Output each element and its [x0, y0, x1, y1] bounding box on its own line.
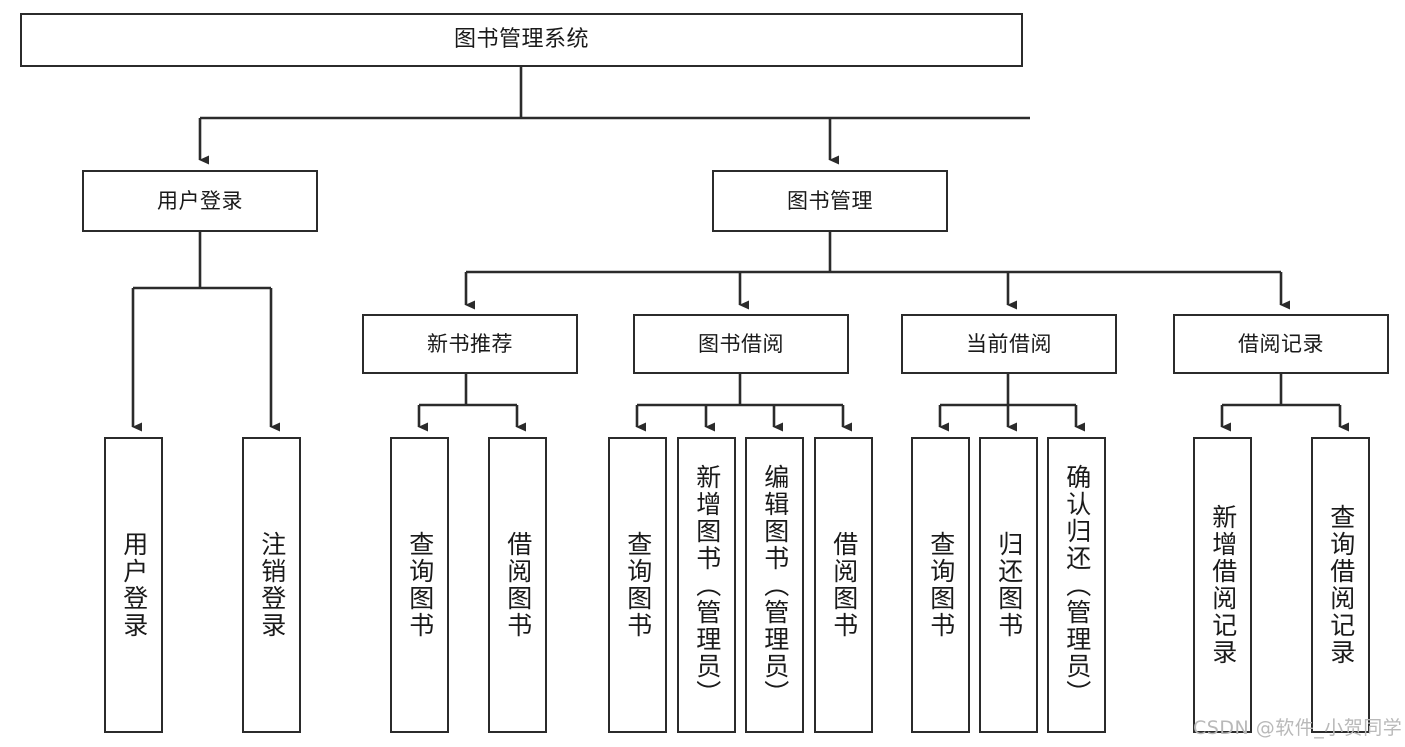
- node-label: 编辑图书（管理员）: [760, 463, 790, 707]
- node-label: 新书推荐: [427, 331, 513, 356]
- node-label: 查询图书: [623, 531, 653, 639]
- node-borrow-record[interactable]: 借阅记录: [1173, 314, 1389, 374]
- node-leaf-confirm-return[interactable]: 确认归还（管理员）: [1047, 437, 1106, 733]
- node-leaf-add-record[interactable]: 新增借阅记录: [1193, 437, 1252, 733]
- node-label: 新增图书（管理员）: [692, 463, 722, 707]
- node-new-book-recommend[interactable]: 新书推荐: [362, 314, 578, 374]
- node-leaf-query-book-1[interactable]: 查询图书: [390, 437, 449, 733]
- node-label: 查询图书: [926, 531, 956, 639]
- node-leaf-user-logout[interactable]: 注销登录: [242, 437, 301, 733]
- node-leaf-return-book[interactable]: 归还图书: [979, 437, 1038, 733]
- node-leaf-borrow-book-2[interactable]: 借阅图书: [814, 437, 873, 733]
- node-book-borrow[interactable]: 图书借阅: [633, 314, 849, 374]
- node-label: 借阅图书: [829, 531, 859, 639]
- node-label: 用户登录: [157, 188, 243, 213]
- node-label: 归还图书: [994, 531, 1024, 639]
- node-label: 借阅记录: [1238, 331, 1324, 356]
- node-user-login[interactable]: 用户登录: [82, 170, 318, 232]
- node-leaf-user-login[interactable]: 用户登录: [104, 437, 163, 733]
- node-leaf-query-book-2[interactable]: 查询图书: [608, 437, 667, 733]
- node-label: 新增借阅记录: [1208, 504, 1238, 666]
- node-label: 当前借阅: [966, 331, 1052, 356]
- node-label: 查询借阅记录: [1326, 504, 1356, 666]
- node-root-book-management-system[interactable]: 图书管理系统: [20, 13, 1023, 67]
- node-leaf-borrow-book-1[interactable]: 借阅图书: [488, 437, 547, 733]
- node-leaf-edit-book[interactable]: 编辑图书（管理员）: [745, 437, 804, 733]
- node-current-borrow[interactable]: 当前借阅: [901, 314, 1117, 374]
- node-label: 用户登录: [119, 531, 149, 639]
- node-label: 图书借阅: [698, 331, 784, 356]
- node-leaf-add-book[interactable]: 新增图书（管理员）: [677, 437, 736, 733]
- node-book-manage[interactable]: 图书管理: [712, 170, 948, 232]
- node-label: 确认归还（管理员）: [1062, 463, 1092, 707]
- node-label: 图书管理: [787, 188, 873, 213]
- node-label: 借阅图书: [503, 531, 533, 639]
- node-label: 注销登录: [257, 531, 287, 639]
- node-label: 查询图书: [405, 531, 435, 639]
- node-label: 图书管理系统: [453, 26, 589, 52]
- node-leaf-query-record[interactable]: 查询借阅记录: [1311, 437, 1370, 733]
- csdn-watermark: CSDN @软件_小贺同学: [1193, 717, 1403, 739]
- node-leaf-query-book-3[interactable]: 查询图书: [911, 437, 970, 733]
